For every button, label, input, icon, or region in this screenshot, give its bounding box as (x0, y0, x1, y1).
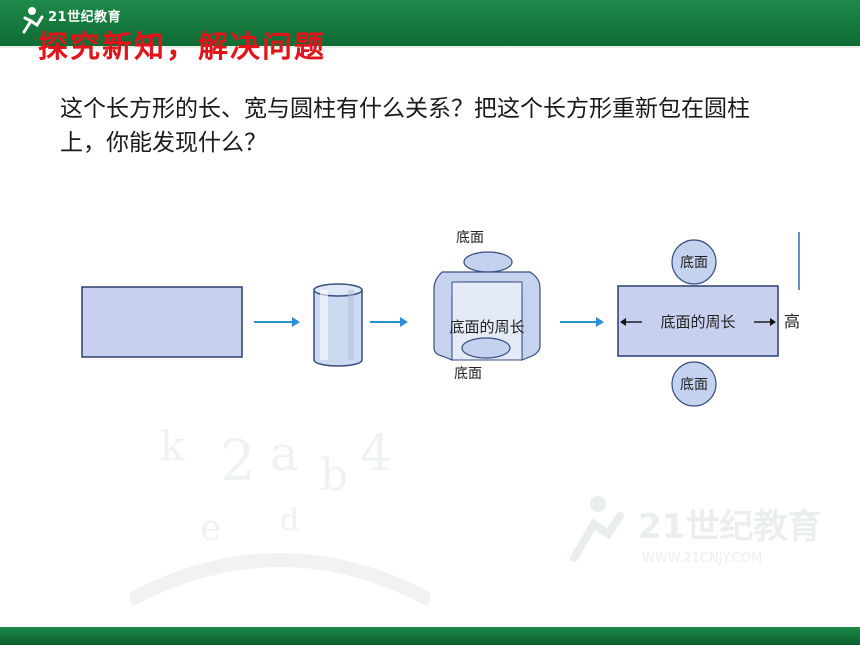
banner-divider (0, 46, 860, 48)
base-circle-top (463, 251, 513, 273)
question-text: 这个长方形的长、宽与圆柱有什么关系？把这个长方形重新包在圆柱上，你能发现什么？ (60, 96, 750, 156)
svg-text:k: k (160, 424, 185, 470)
cylinder-net: 底面 底面的周长 高 底面 (617, 232, 800, 407)
arrow-icon (370, 317, 408, 327)
runner-logo-icon (22, 7, 44, 34)
svg-text:e: e (200, 508, 221, 549)
opened-cylinder: 底面 底面的周长 底面 (433, 230, 541, 382)
cylinder-shape (313, 283, 363, 367)
svg-text:2: 2 (220, 429, 256, 494)
watermark-logo: 21世纪教育 WWW.21CNJY.COM (570, 496, 820, 566)
rectangle-shape (81, 286, 243, 358)
svg-text:a: a (270, 426, 299, 482)
arrow-icon (560, 317, 604, 327)
arrow-icon (254, 317, 300, 327)
top-banner (0, 0, 860, 46)
bottom-banner (0, 627, 860, 645)
section-title: 探究新知，解决问题 (38, 30, 326, 65)
net-base-circle-bottom (671, 361, 717, 407)
watermark-brand: 21世纪教育 (638, 507, 820, 547)
net-circumference-label: 底面的周长 (660, 313, 735, 331)
base-circle-bottom (461, 337, 511, 359)
net-base-circle-top (671, 239, 717, 285)
base-label-bottom: 底面 (454, 366, 482, 382)
watermark-url: WWW.21CNJY.COM (642, 551, 762, 566)
height-label: 高 (784, 312, 800, 331)
svg-text:b: b (320, 450, 348, 501)
net-base-label-top: 底面 (680, 255, 708, 271)
logo-text: 21世纪教育 (48, 10, 122, 25)
svg-text:d: d (280, 503, 299, 538)
base-label-top: 底面 (456, 230, 484, 246)
net-rectangle (617, 285, 779, 357)
circumference-label-middle: 底面的周长 (449, 318, 524, 336)
cylinder-unfolding-diagram: 底面 底面的周长 底面 底面 底面的周长 高 底面 (81, 230, 800, 407)
background-decoration: k 2 a b 4 e d (130, 424, 430, 607)
svg-text:4: 4 (360, 424, 392, 482)
net-base-label-bottom: 底面 (680, 377, 708, 393)
